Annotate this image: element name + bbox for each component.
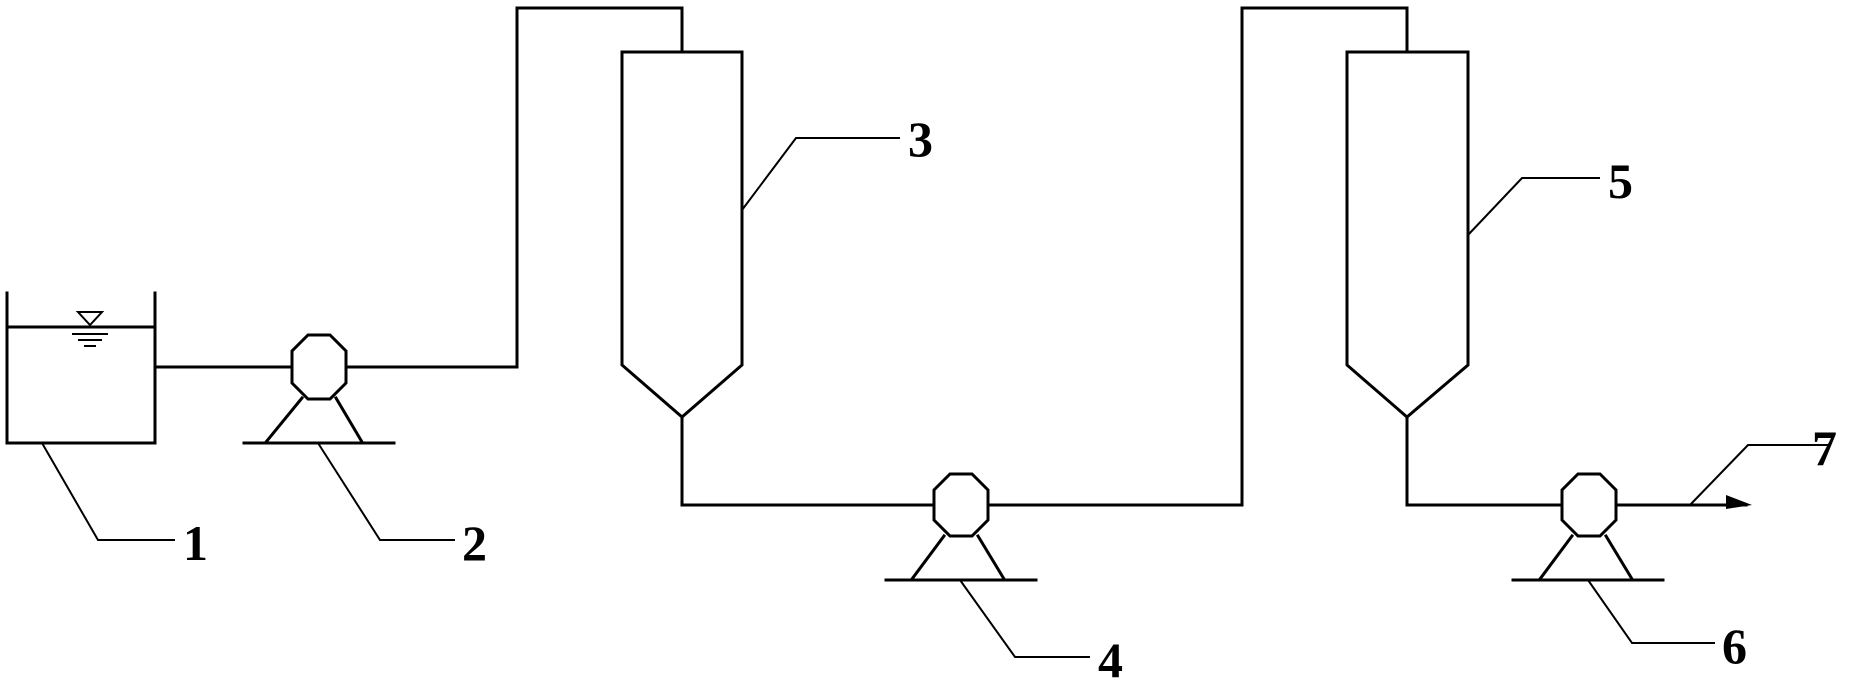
pump-2 — [884, 472, 1038, 582]
label-reactor-1: 3 — [908, 111, 933, 167]
label-reactor-2: 5 — [1608, 153, 1633, 209]
label-outlet: 7 — [1812, 420, 1837, 476]
pipe-pump-2-to-reactor-2 — [986, 6, 1409, 507]
reactor-2 — [1345, 50, 1470, 419]
leader-line-1 — [41, 442, 175, 541]
pipe-reactor-2-to-pump-3 — [1405, 415, 1562, 507]
label-pump-1: 2 — [462, 515, 487, 571]
water-level-icon — [72, 311, 108, 347]
leader-line-7 — [1689, 444, 1830, 506]
pump-3 — [1511, 472, 1665, 582]
leader-line-6 — [1587, 579, 1715, 644]
pump-1 — [242, 333, 396, 445]
leader-line-5 — [1467, 177, 1600, 236]
label-pump-3: 6 — [1722, 618, 1747, 674]
pipe-pump-1-to-reactor-1 — [344, 6, 684, 369]
leader-line-3 — [741, 137, 900, 211]
label-tank: 1 — [183, 515, 208, 571]
reactor-1 — [620, 50, 744, 419]
pipe-reactor-1-to-pump-2 — [680, 415, 934, 507]
label-pump-2: 4 — [1098, 632, 1123, 686]
outlet-arrow-icon — [1726, 495, 1752, 509]
leader-line-2 — [317, 442, 455, 541]
leader-line-4 — [959, 579, 1090, 658]
